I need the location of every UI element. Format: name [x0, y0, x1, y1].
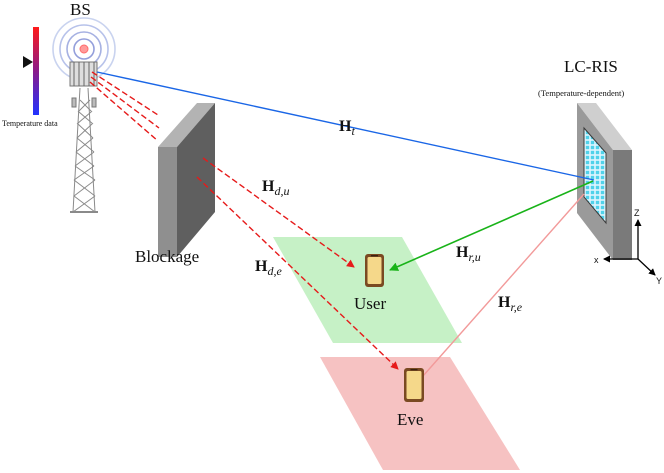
ris-element-array [583, 126, 607, 225]
ris-panel [577, 103, 632, 260]
channel-h-t-sub: t [351, 124, 355, 138]
ris-note: (Temperature-dependent) [538, 88, 624, 98]
eve-label: Eve [397, 410, 423, 429]
channel-h-re-symbol: H [498, 294, 511, 311]
temperature-pointer-icon [23, 56, 33, 68]
channel-h-t-symbol: H [339, 118, 352, 135]
bs-tower-icon [69, 61, 98, 213]
channel-h-re-label: Hr,e [498, 294, 523, 314]
channel-h-ru-symbol: H [456, 244, 469, 261]
channel-h-de-sub: d,e [267, 264, 282, 278]
bs-blockage-links [89, 71, 160, 142]
channel-h-re-line [422, 193, 585, 377]
channel-h-de-label: Hd,e [255, 258, 282, 278]
channel-h-ru-label: Hr,u [456, 244, 481, 264]
channel-h-du-symbol: H [262, 178, 275, 195]
user-phone-icon [365, 254, 384, 287]
channel-h-t-line [96, 71, 595, 181]
eve-phone-icon [404, 368, 424, 402]
user-region [273, 237, 462, 343]
channel-h-du-label: Hd,u [262, 178, 289, 198]
coordinate-axes [603, 219, 656, 276]
channel-h-t-label: Ht [339, 118, 355, 138]
axis-x-label: x [594, 255, 599, 265]
channel-h-ru-line [389, 180, 594, 271]
blockage-wall [158, 103, 215, 257]
temperature-bar [23, 27, 39, 115]
user-label: User [354, 294, 386, 313]
axis-z-label: Z [634, 208, 640, 218]
channel-h-ru-sub: r,u [468, 250, 480, 264]
channel-h-du-sub: d,u [274, 184, 289, 198]
axis-y-label: Y [656, 276, 662, 286]
eve-region [320, 357, 520, 470]
channel-h-de-symbol: H [255, 258, 268, 275]
temperature-label: Temperature data [2, 119, 58, 128]
bs-label: BS [70, 0, 91, 19]
channel-h-re-sub: r,e [510, 300, 522, 314]
ris-label: LC-RIS [564, 57, 618, 76]
channel-h-de-line [196, 176, 399, 370]
blockage-label: Blockage [135, 247, 199, 266]
channel-h-du-line [202, 157, 355, 268]
